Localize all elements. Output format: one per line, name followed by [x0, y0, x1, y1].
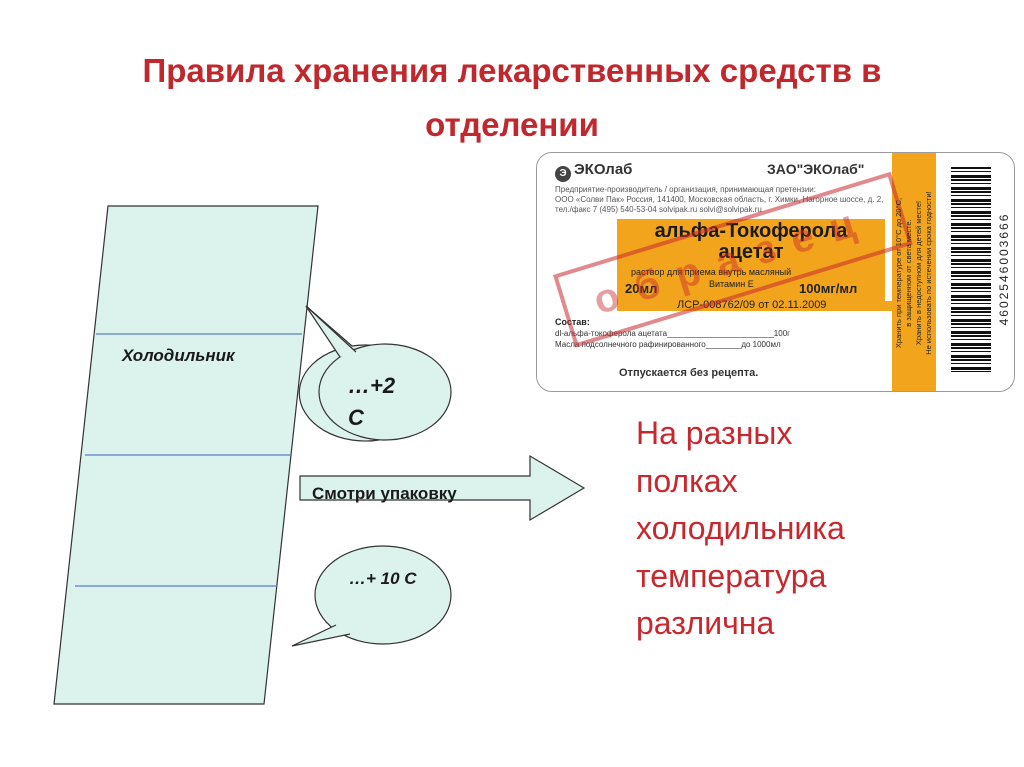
- barcode-number: 4602546003666: [997, 212, 1011, 326]
- maker-info-line: Предприятие-производитель / организация,…: [555, 185, 816, 194]
- drug-volume: 20мл: [625, 281, 658, 296]
- bubble-bottom-text: …+ 10 С: [349, 569, 417, 588]
- label-orange-block: [617, 219, 885, 309]
- note-text: На разных полках холодильника температур…: [636, 410, 845, 648]
- dispensing-note: Отпускается без рецепта.: [619, 367, 759, 379]
- label-manufacturer: ЗАО"ЭКОлаб": [767, 161, 865, 177]
- maker-info-line: ООО «Солви Пак» Россия, 141400, Московск…: [555, 195, 884, 204]
- storage-line: Хранить в недоступном для детей месте!: [914, 200, 923, 346]
- block-arrow: [299, 454, 586, 522]
- storage-line: в защищенном от света месте.: [904, 219, 913, 327]
- drug-dose: 100мг/мл: [799, 281, 858, 296]
- storage-line: Не использовать по истечении срока годно…: [924, 191, 933, 355]
- maker-info-line: тел./факс 7 (495) 540-53-04 solvipak.ru …: [555, 205, 762, 214]
- ecolab-logo-icon: Э: [555, 166, 571, 182]
- fridge-label: Холодильник: [122, 346, 235, 365]
- bubble-top-text: …+2 С: [348, 373, 396, 430]
- drug-route: раствор для приема внутрь масляный: [631, 267, 792, 277]
- drug-vitamin: Витамин Е: [709, 279, 754, 289]
- barcode: [951, 167, 991, 372]
- arrow-label: Смотри упаковку: [312, 484, 457, 503]
- speech-bubble-bottom: [314, 545, 452, 645]
- label-storage-band: [892, 153, 936, 391]
- drug-name: альфа-Токоферола ацетат: [619, 221, 883, 263]
- drug-name-line-1: альфа-Токоферола: [654, 220, 848, 242]
- note-line-3: холодильника: [636, 510, 845, 546]
- storage-line: Хранить при температуре от 10°С до 20°С,: [894, 197, 903, 349]
- label-maker-info: Предприятие-производитель / организация,…: [555, 185, 900, 215]
- composition-line-1: dl-альфа-токоферола ацетата_____________…: [555, 329, 791, 338]
- composition-line-2: Масла подсолнечного рафинированного_____…: [555, 340, 781, 349]
- drug-registration: ЛСР-008762/09 от 02.11.2009: [677, 299, 827, 311]
- label-orange-bar: [617, 301, 892, 311]
- note-line-4: температура: [636, 557, 827, 594]
- note-line-5: различна: [636, 605, 775, 641]
- logo-text: ЭКОлаб: [574, 161, 633, 178]
- title-line-2: отделении: [425, 106, 599, 143]
- slide-title: Правила хранения лекарственных средств в…: [40, 44, 984, 152]
- title-line-1: Правила хранения лекарственных средств в: [142, 52, 882, 89]
- drug-name-line-2: ацетат: [718, 241, 784, 263]
- note-line-2: полках: [636, 462, 738, 499]
- composition-heading: Состав:: [555, 317, 590, 327]
- storage-conditions: Хранить при температуре от 10°С до 20°С,…: [894, 158, 934, 388]
- note-line-1: На разных: [636, 415, 793, 451]
